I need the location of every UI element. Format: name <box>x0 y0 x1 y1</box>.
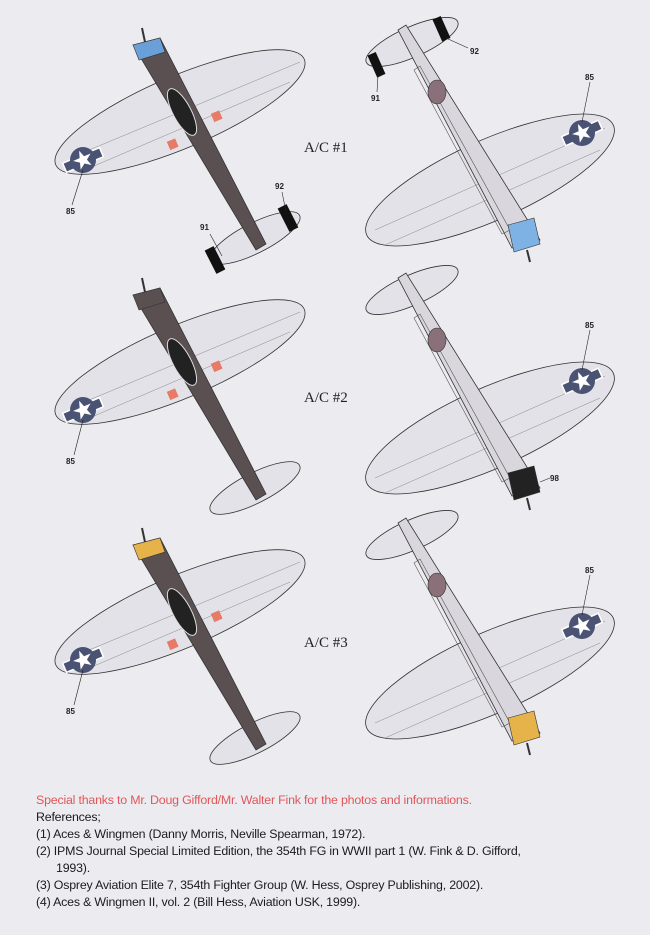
callout-85: 85 <box>66 707 75 716</box>
aircraft-3-under-view: 85 <box>350 501 629 764</box>
reference-item: (2) IPMS Journal Special Limited Edition… <box>36 844 521 858</box>
callout-91: 91 <box>371 94 380 103</box>
notes-section: Special thanks to Mr. Doug Gifford/Mr. W… <box>36 792 521 911</box>
callout-85: 85 <box>585 321 594 330</box>
references-heading: References; <box>36 810 101 824</box>
aircraft-2-under-view: 85 98 <box>350 256 629 519</box>
callout-85: 85 <box>66 207 75 216</box>
callout-92: 92 <box>470 47 479 56</box>
callout-98: 98 <box>550 474 559 483</box>
aircraft-label-1: A/C #1 <box>304 140 348 156</box>
aircraft-label-2: A/C #2 <box>304 390 348 406</box>
reference-item: (3) Osprey Aviation Elite 7, 354th Fight… <box>36 878 484 892</box>
aircraft-1-upper-view: 85 91 92 <box>42 26 319 274</box>
reference-item: (1) Aces & Wingmen (Danny Morris, Nevill… <box>36 827 366 841</box>
aircraft-label-3: A/C #3 <box>304 635 348 651</box>
aircraft-1-under-view: 85 91 92 <box>350 8 629 271</box>
callout-85: 85 <box>585 73 594 82</box>
callout-92: 92 <box>275 182 284 191</box>
acknowledgement-text: Special thanks to Mr. Doug Gifford/Mr. W… <box>36 793 472 807</box>
callout-85: 85 <box>585 566 594 575</box>
callout-91: 91 <box>200 223 209 232</box>
aircraft-3-upper-view: 85 <box>42 526 319 774</box>
callout-85: 85 <box>66 457 75 466</box>
reference-item: (4) Aces & Wingmen II, vol. 2 (Bill Hess… <box>36 895 361 909</box>
aircraft-2-upper-view: 85 <box>42 276 319 524</box>
reference-item-continuation: 1993). <box>56 861 90 875</box>
